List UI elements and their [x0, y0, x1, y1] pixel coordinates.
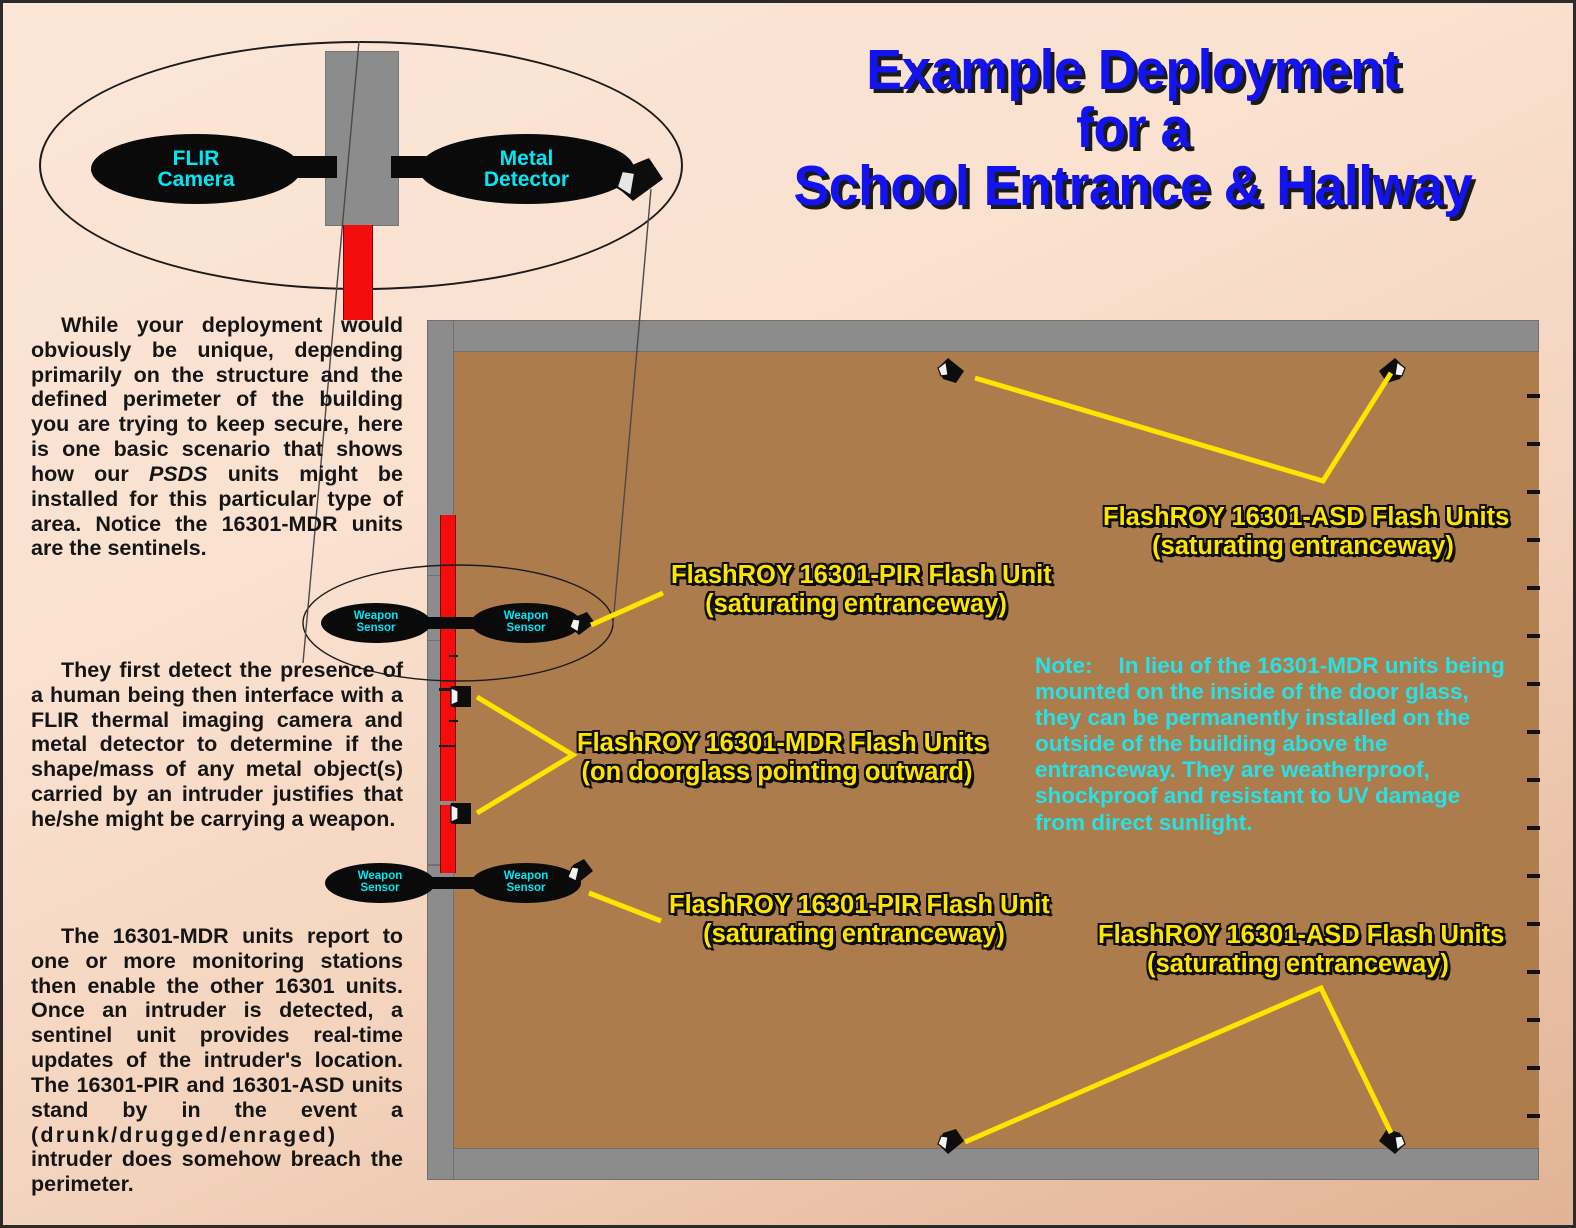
label-mdr-line2: (on doorglass pointing outward)	[581, 758, 973, 787]
label-mdr: FlashROY 16301-MDR Flash Units (on doorg…	[577, 729, 988, 787]
weapon-sensor-ellipse-outside-upper[interactable]: Weapon Sensor	[321, 603, 431, 643]
magnified-flash-unit-icon[interactable]	[611, 153, 669, 216]
door-glass-upper	[440, 515, 456, 801]
title-line-1: Example Deployment	[866, 38, 1400, 102]
hall-tick	[1527, 682, 1540, 686]
page-title: Example Deployment for a School Entrance…	[729, 38, 1537, 219]
magnified-wall-post	[325, 51, 399, 226]
sensor-stem-left	[423, 877, 467, 889]
label-asd-top-line2: (saturating entranceway)	[1152, 532, 1454, 561]
note-block: Note:In lieu of the 16301-MDR units bein…	[1035, 653, 1505, 836]
paragraph-one-part-a: While your deployment would obviously be…	[31, 313, 403, 486]
wall-bottom	[453, 1148, 1539, 1180]
label-pir-bottom-line2: (saturating entranceway)	[703, 920, 1005, 949]
magnified-stem-left	[267, 156, 337, 178]
flir-camera-label-line1: FLIR	[172, 146, 220, 170]
hall-tick	[1527, 442, 1540, 446]
door-mullion-4	[449, 720, 458, 722]
label-mdr-line1: FlashROY 16301-MDR Flash Units	[577, 729, 988, 757]
paragraph-three: The 16301-MDR units report to one or mor…	[31, 924, 403, 1197]
hall-tick	[1527, 922, 1540, 926]
label-asd-bottom: FlashROY 16301-ASD Flash Units (saturati…	[1098, 921, 1505, 979]
door-mullion-2	[439, 745, 455, 747]
hall-tick	[1527, 970, 1540, 974]
hall-tick	[1527, 394, 1540, 398]
hall-tick	[1527, 490, 1540, 494]
weapon-sensor-ellipse-outside-lower[interactable]: Weapon Sensor	[325, 863, 435, 903]
door-mullion-3	[449, 655, 458, 657]
weapon-sensor-label-line1: Weapon	[503, 870, 549, 883]
note-label: Note:	[1035, 653, 1093, 678]
note-text: In lieu of the 16301-MDR units being mou…	[1035, 653, 1505, 835]
hall-tick	[1527, 1114, 1540, 1118]
metal-detector-label-line2: Detector	[483, 168, 570, 191]
flir-camera-label-line2: Camera	[157, 168, 235, 191]
hall-tick	[1527, 826, 1540, 830]
label-asd-bottom-line1: FlashROY 16301-ASD Flash Units	[1098, 921, 1505, 949]
magnified-sensor-callout: FLIR Camera Metal Detector	[39, 41, 683, 320]
paragraph-one-emphasis: PSDS	[148, 461, 208, 486]
weapon-sensor-ellipse-inside-upper[interactable]: Weapon Sensor	[471, 603, 581, 643]
flash-unit-asd-top-right[interactable]	[1375, 355, 1406, 385]
paragraph-three-part-b: intruder does somehow breach the perimet…	[31, 1147, 403, 1197]
paragraph-three-spaced: (drunk/drugged/enraged)	[31, 1122, 338, 1147]
paragraph-three-part-a: The 16301-MDR units report to one or mor…	[31, 924, 403, 1122]
flash-unit-asd-top-left[interactable]	[934, 355, 964, 385]
label-pir-top-line1: FlashROY 16301-PIR Flash Unit	[671, 561, 1052, 589]
hall-tick	[1527, 730, 1540, 734]
flash-unit-mdr-lower[interactable]	[446, 801, 476, 831]
paragraph-two: They first detect the presence of a huma…	[31, 658, 403, 831]
hall-tick	[1527, 1066, 1540, 1070]
magnified-door-glass	[343, 225, 373, 320]
wall-top	[453, 320, 1539, 352]
weapon-sensor-label-line2: Sensor	[506, 622, 546, 634]
flir-camera-sensor[interactable]: FLIR Camera	[91, 134, 301, 204]
hall-tick	[1527, 634, 1540, 638]
hall-tick	[1527, 586, 1540, 590]
hall-tick	[1527, 538, 1540, 542]
weapon-sensor-group-upper: Weapon Sensor Weapon Sensor	[321, 599, 621, 649]
label-asd-bottom-line2: (saturating entranceway)	[1147, 950, 1449, 979]
wall-left-lower	[427, 865, 454, 1180]
hall-tick	[1527, 778, 1540, 782]
label-pir-top: FlashROY 16301-PIR Flash Unit (saturatin…	[671, 561, 1052, 619]
hall-tick	[1527, 1018, 1540, 1022]
flash-unit-asd-bottom-left[interactable]	[934, 1123, 964, 1154]
flash-unit-asd-bottom-right[interactable]	[1375, 1123, 1406, 1154]
door-mullion-1	[439, 688, 455, 691]
label-pir-bottom-line1: FlashROY 16301-PIR Flash Unit	[669, 891, 1050, 919]
weapon-sensor-ellipse-inside-lower[interactable]: Weapon Sensor	[471, 863, 581, 903]
metal-detector-sensor[interactable]: Metal Detector	[419, 134, 634, 204]
label-pir-top-line2: (saturating entranceway)	[705, 590, 1007, 619]
flash-unit-pir-upper[interactable]	[567, 609, 599, 646]
hall-tick	[1527, 874, 1540, 878]
title-line-3: School Entrance & Hallway	[793, 154, 1473, 219]
label-asd-top: FlashROY 16301-ASD Flash Units (saturati…	[1103, 503, 1510, 561]
weapon-sensor-label-line2: Sensor	[360, 882, 400, 894]
title-line-2: for a	[1076, 96, 1190, 161]
flash-unit-pir-lower[interactable]	[565, 855, 597, 892]
weapon-sensor-label-line2: Sensor	[506, 882, 546, 894]
flash-unit-mdr-upper[interactable]	[446, 684, 476, 714]
weapon-sensor-group-lower: Weapon Sensor Weapon Sensor	[325, 859, 625, 909]
label-pir-bottom: FlashROY 16301-PIR Flash Unit (saturatin…	[669, 891, 1050, 949]
weapon-sensor-label-line2: Sensor	[356, 622, 396, 634]
metal-detector-label-line1: Metal	[499, 146, 554, 170]
paragraph-one: While your deployment would obviously be…	[31, 313, 403, 561]
label-asd-top-line1: FlashROY 16301-ASD Flash Units	[1103, 503, 1510, 531]
weapon-sensor-label-line1: Weapon	[357, 870, 403, 883]
